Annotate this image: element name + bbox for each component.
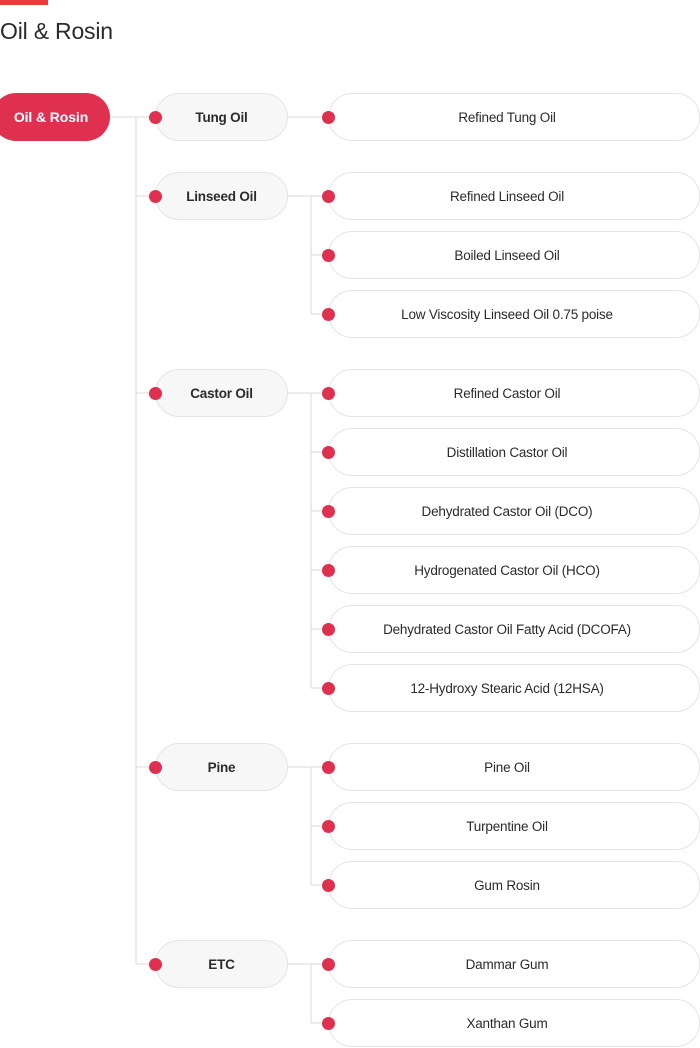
leaf-node-pine-oil-label: Pine Oil bbox=[484, 759, 530, 775]
leaf-node-xanthan-gum-label: Xanthan Gum bbox=[466, 1015, 548, 1031]
branch-node-tung-oil[interactable]: Tung Oil bbox=[155, 93, 288, 141]
accent-bar bbox=[0, 0, 48, 5]
leaf-node-dehydrated-castor-oil-fatty-acid-dcofa[interactable]: Dehydrated Castor Oil Fatty Acid (DCOFA) bbox=[328, 605, 700, 653]
branch-node-pine[interactable]: Pine bbox=[155, 743, 288, 791]
leaf-node-dehydrated-castor-oil-dco[interactable]: Dehydrated Castor Oil (DCO) bbox=[328, 487, 700, 535]
root-node-label: Oil & Rosin bbox=[13, 109, 89, 125]
branch-node-castor-oil[interactable]: Castor Oil bbox=[155, 369, 288, 417]
leaf-node-dehydrated-castor-oil-dco-label: Dehydrated Castor Oil (DCO) bbox=[421, 503, 593, 519]
leaf-node-turpentine-oil[interactable]: Turpentine Oil bbox=[328, 802, 700, 850]
leaf-dot-distillation-castor-oil bbox=[321, 445, 335, 459]
branch-node-etc-label: ETC bbox=[208, 956, 235, 972]
leaf-node-boiled-linseed-oil-label: Boiled Linseed Oil bbox=[454, 247, 560, 263]
leaf-node-low-viscosity-linseed-oil-0-75-poise-label: Low Viscosity Linseed Oil 0.75 poise bbox=[401, 306, 613, 322]
leaf-node-dammar-gum-label: Dammar Gum bbox=[465, 956, 549, 972]
leaf-node-distillation-castor-oil[interactable]: Distillation Castor Oil bbox=[328, 428, 700, 476]
branch-node-castor-oil-label: Castor Oil bbox=[190, 385, 253, 401]
branch-node-pine-label: Pine bbox=[207, 759, 236, 775]
leaf-node-xanthan-gum[interactable]: Xanthan Gum bbox=[328, 999, 700, 1047]
leaf-node-boiled-linseed-oil[interactable]: Boiled Linseed Oil bbox=[328, 231, 700, 279]
leaf-node-12-hydroxy-stearic-acid-12hsa[interactable]: 12-Hydroxy Stearic Acid (12HSA) bbox=[328, 664, 700, 712]
leaf-node-12-hydroxy-stearic-acid-12hsa-label: 12-Hydroxy Stearic Acid (12HSA) bbox=[410, 680, 604, 696]
leaf-dot-refined-linseed-oil bbox=[321, 189, 335, 203]
leaf-dot-turpentine-oil bbox=[321, 819, 335, 833]
leaf-node-dammar-gum[interactable]: Dammar Gum bbox=[328, 940, 700, 988]
leaf-node-refined-linseed-oil-label: Refined Linseed Oil bbox=[449, 188, 565, 204]
branch-node-tung-oil-label: Tung Oil bbox=[195, 109, 248, 125]
leaf-dot-dammar-gum bbox=[321, 957, 335, 971]
leaf-node-low-viscosity-linseed-oil-0-75-poise[interactable]: Low Viscosity Linseed Oil 0.75 poise bbox=[328, 290, 700, 338]
branch-dot-linseed-oil bbox=[148, 189, 162, 203]
leaf-node-dehydrated-castor-oil-fatty-acid-dcofa-label: Dehydrated Castor Oil Fatty Acid (DCOFA) bbox=[383, 621, 631, 637]
leaf-dot-dehydrated-castor-oil-dco bbox=[321, 504, 335, 518]
root-node[interactable]: Oil & Rosin bbox=[0, 93, 110, 141]
branch-node-linseed-oil-label: Linseed Oil bbox=[186, 188, 257, 204]
leaf-dot-pine-oil bbox=[321, 760, 335, 774]
leaf-node-gum-rosin[interactable]: Gum Rosin bbox=[328, 861, 700, 909]
leaf-dot-dehydrated-castor-oil-fatty-acid-dcofa bbox=[321, 622, 335, 636]
page-title: Oil & Rosin bbox=[0, 18, 113, 44]
leaf-node-turpentine-oil-label: Turpentine Oil bbox=[466, 818, 548, 834]
leaf-node-refined-castor-oil-label: Refined Castor Oil bbox=[453, 385, 561, 401]
leaf-node-gum-rosin-label: Gum Rosin bbox=[474, 877, 540, 893]
branch-node-etc[interactable]: ETC bbox=[155, 940, 288, 988]
branch-node-linseed-oil[interactable]: Linseed Oil bbox=[155, 172, 288, 220]
leaf-node-refined-tung-oil-label: Refined Tung Oil bbox=[458, 109, 556, 125]
leaf-dot-12-hydroxy-stearic-acid-12hsa bbox=[321, 681, 335, 695]
leaf-dot-boiled-linseed-oil bbox=[321, 248, 335, 262]
leaf-node-pine-oil[interactable]: Pine Oil bbox=[328, 743, 700, 791]
branch-dot-tung-oil bbox=[148, 110, 162, 124]
branch-dot-castor-oil bbox=[148, 386, 162, 400]
branch-dot-etc bbox=[148, 957, 162, 971]
leaf-dot-refined-castor-oil bbox=[321, 386, 335, 400]
leaf-node-refined-tung-oil[interactable]: Refined Tung Oil bbox=[328, 93, 700, 141]
leaf-node-distillation-castor-oil-label: Distillation Castor Oil bbox=[446, 444, 568, 460]
leaf-dot-refined-tung-oil bbox=[321, 110, 335, 124]
branch-dot-pine bbox=[148, 760, 162, 774]
leaf-dot-hydrogenated-castor-oil-hco bbox=[321, 563, 335, 577]
leaf-dot-low-viscosity-linseed-oil-0-75-poise bbox=[321, 307, 335, 321]
leaf-node-hydrogenated-castor-oil-hco-label: Hydrogenated Castor Oil (HCO) bbox=[414, 562, 600, 578]
leaf-node-refined-linseed-oil[interactable]: Refined Linseed Oil bbox=[328, 172, 700, 220]
leaf-dot-gum-rosin bbox=[321, 878, 335, 892]
leaf-dot-xanthan-gum bbox=[321, 1016, 335, 1030]
leaf-node-refined-castor-oil[interactable]: Refined Castor Oil bbox=[328, 369, 700, 417]
leaf-node-hydrogenated-castor-oil-hco[interactable]: Hydrogenated Castor Oil (HCO) bbox=[328, 546, 700, 594]
